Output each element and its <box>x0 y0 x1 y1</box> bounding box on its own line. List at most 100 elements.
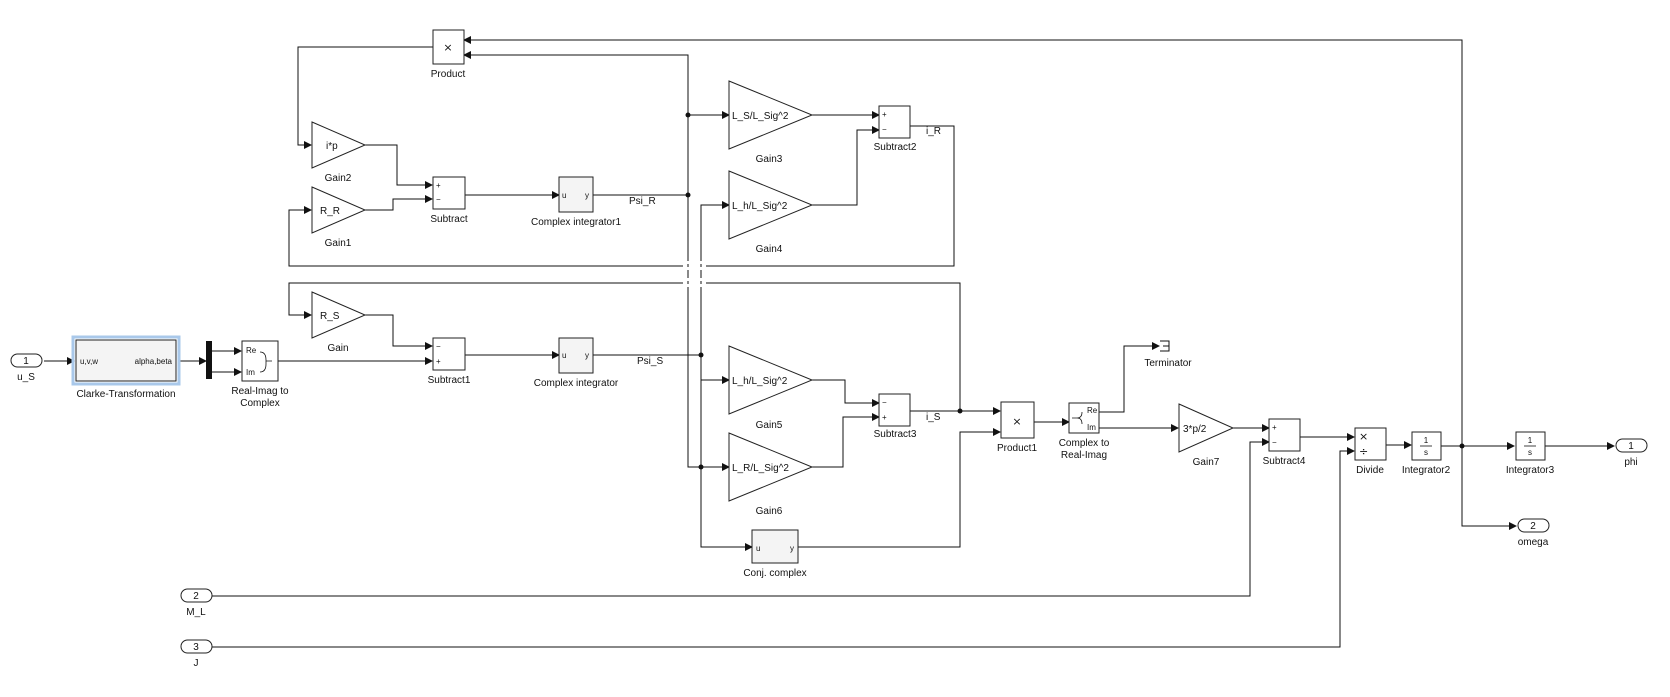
wire[interactable] <box>288 125 955 267</box>
product1-block[interactable]: × Product1 <box>997 401 1037 454</box>
wire[interactable] <box>687 195 730 471</box>
conj-complex-block[interactable]: u y Conj. complex <box>743 529 807 579</box>
product-symbol: × <box>1012 415 1021 428</box>
gain7-block[interactable]: 3*p/2 Gain7 <box>1178 403 1235 468</box>
wire[interactable] <box>212 447 1355 648</box>
real-imag-to-complex-block[interactable]: Re Im Real-Imag to Complex <box>231 340 289 409</box>
wire[interactable] <box>687 111 730 195</box>
subtract3-block[interactable]: − + Subtract3 <box>874 393 917 440</box>
wire[interactable] <box>288 282 961 411</box>
wire[interactable] <box>700 380 753 551</box>
gain5-block[interactable]: L_h/L_Sig^2 Gain5 <box>728 345 814 431</box>
gain-value: L_h/L_Sig^2 <box>732 376 788 387</box>
block-label: Subtract2 <box>874 142 917 153</box>
wire[interactable] <box>297 46 433 149</box>
subtract-block[interactable]: + − Subtract <box>430 176 468 225</box>
gain2-block[interactable]: i*p Gain2 <box>311 121 367 184</box>
selection-highlight <box>71 335 181 386</box>
block-label-line2: Real-Imag <box>1061 450 1107 461</box>
divide-symbol: ÷ <box>1359 445 1368 458</box>
port-number: 1 <box>23 356 29 367</box>
gain-value: L_R/L_Sig^2 <box>732 463 789 474</box>
inport-m-l[interactable]: 2 M_L <box>180 588 213 618</box>
block-label: Gain4 <box>756 244 783 255</box>
block-label: Subtract <box>430 214 467 225</box>
block-label: Terminator <box>1144 358 1192 369</box>
block-label: Product1 <box>997 443 1037 454</box>
gain6-block[interactable]: L_R/L_Sig^2 Gain6 <box>728 432 814 517</box>
gain1-block[interactable]: R_R Gain1 <box>311 186 367 249</box>
sign-plus: + <box>882 110 887 119</box>
in-port-label: u,v,w <box>80 357 98 366</box>
block-label: Complex integrator1 <box>531 217 621 228</box>
subtract2-block[interactable]: + − Subtract2 <box>874 105 917 153</box>
wire[interactable] <box>700 355 730 384</box>
wire[interactable] <box>798 428 1001 548</box>
wire[interactable] <box>212 438 1270 597</box>
block-label: Integrator3 <box>1506 465 1555 476</box>
wire[interactable] <box>365 314 433 350</box>
port-label: phi <box>1624 457 1637 468</box>
signal-label-psi-s: Psi_S <box>637 356 663 367</box>
tf-numerator: 1 <box>1424 436 1429 445</box>
complex-integrator-block[interactable]: u y Complex integrator <box>534 337 619 389</box>
divide-block[interactable]: × ÷ Divide <box>1354 427 1387 476</box>
outport-omega[interactable]: 2 omega <box>1517 518 1550 548</box>
gain3-block[interactable]: L_S/L_Sig^2 Gain3 <box>728 80 814 165</box>
integrator2-block[interactable]: 1 s Integrator2 <box>1402 431 1451 476</box>
gain-value: L_S/L_Sig^2 <box>732 111 789 122</box>
complex-to-real-imag-block[interactable]: Re Im Complex to Real-Imag <box>1059 402 1110 461</box>
inport-u-s[interactable]: 1 u_S <box>10 353 43 383</box>
signal-label-psi-r: Psi_R <box>629 196 656 207</box>
integrator3-block[interactable]: 1 s Integrator3 <box>1506 431 1555 476</box>
sign-minus: − <box>436 195 441 204</box>
product-block[interactable]: × Product <box>431 29 466 80</box>
tf-denominator: s <box>1528 448 1532 457</box>
sign-plus: + <box>882 413 887 422</box>
block-label: Gain6 <box>756 506 783 517</box>
wire[interactable] <box>463 51 689 115</box>
sign-minus: − <box>882 125 887 134</box>
block-label: Divide <box>1356 465 1384 476</box>
terminator-block[interactable]: Terminator <box>1144 340 1192 369</box>
signal-label-i-r: i_R <box>926 126 941 137</box>
inport-j[interactable]: 3 J <box>180 639 213 669</box>
sign-minus: − <box>1272 438 1277 447</box>
block-label: Integrator2 <box>1402 465 1451 476</box>
block-label: Gain2 <box>325 173 352 184</box>
block-label: Conj. complex <box>743 568 806 579</box>
product-symbol: × <box>443 41 452 54</box>
multiply-symbol: × <box>1359 430 1368 443</box>
port-label: J <box>194 658 199 669</box>
wire[interactable] <box>812 126 880 206</box>
wire[interactable] <box>700 201 730 355</box>
wire[interactable] <box>812 413 880 468</box>
gain4-block[interactable]: L_h/L_Sig^2 Gain4 <box>728 170 814 255</box>
block-label-line2: Complex <box>240 398 279 409</box>
im-port-label: Im <box>246 368 255 377</box>
wire[interactable] <box>1099 342 1160 413</box>
junctions <box>685 112 1465 470</box>
tf-numerator: 1 <box>1528 436 1533 445</box>
outport-phi[interactable]: 1 phi <box>1615 438 1648 468</box>
wire[interactable] <box>365 144 433 189</box>
block-label: Gain3 <box>756 154 783 165</box>
gain-value: R_R <box>320 206 340 217</box>
subtract4-block[interactable]: + − Subtract4 <box>1263 418 1306 467</box>
subtract1-block[interactable]: − + Subtract1 <box>428 337 471 386</box>
complex-integrator1-block[interactable]: u y Complex integrator1 <box>531 176 621 228</box>
wire[interactable] <box>365 195 433 211</box>
in-port-label: u <box>756 544 760 553</box>
block-label: Subtract4 <box>1263 456 1306 467</box>
mux-block[interactable] <box>206 341 212 379</box>
wire[interactable] <box>812 379 880 407</box>
clarke-transformation-block[interactable]: u,v,w alpha,beta Clarke-Transformation <box>71 335 181 400</box>
port-number: 2 <box>1530 521 1536 532</box>
wire-crossings <box>683 258 706 290</box>
wire[interactable] <box>1461 446 1517 530</box>
gain-block[interactable]: R_S Gain <box>311 291 367 354</box>
port-label: omega <box>1518 537 1549 548</box>
wire[interactable] <box>463 36 1463 446</box>
re-port-label: Re <box>1087 406 1098 415</box>
